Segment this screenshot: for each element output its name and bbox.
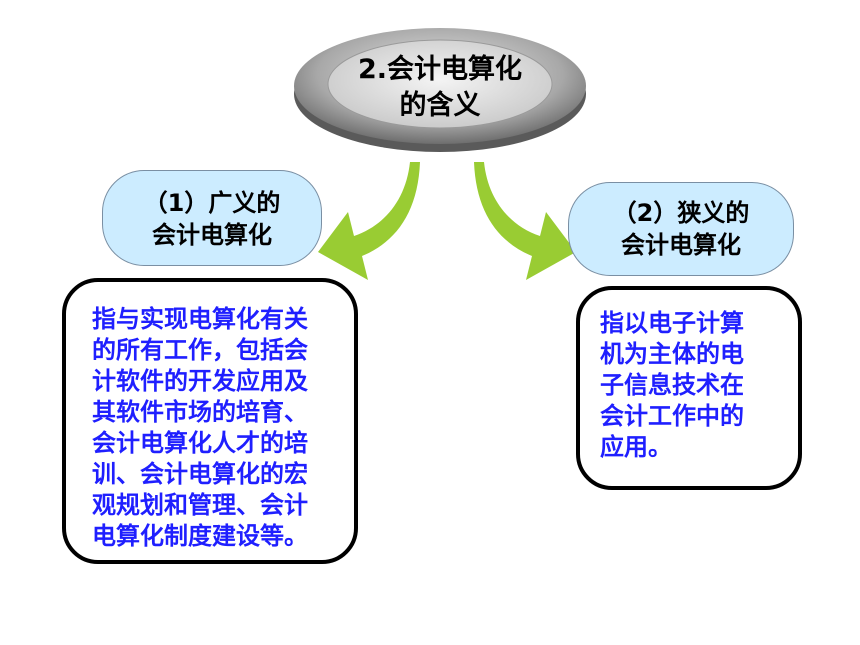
broad-description-line: 其软件市场的培育、: [92, 398, 308, 426]
narrow-description-line: 机为主体的电: [600, 340, 744, 368]
title-line-2: 的含义: [399, 90, 481, 121]
title-disc: [294, 28, 586, 152]
title: 2.会计电算化 的含义: [292, 52, 588, 124]
arrow-to-narrow: [474, 162, 576, 280]
broad-description-line: 观规划和管理、会计: [92, 491, 308, 519]
title-line-1: 2.会计电算化: [357, 54, 523, 85]
broad-description-line: 计软件的开发应用及: [92, 367, 308, 395]
narrow-label-line-2: 会计电算化: [621, 231, 741, 259]
broad-description-line: 训、会计电算化的宏: [92, 460, 308, 488]
arrow-to-broad: [318, 162, 420, 280]
narrow-label-line-1: （2）狭义的: [612, 199, 750, 227]
broad-description-line: 指与实现电算化有关: [92, 305, 308, 333]
broad-label-line-1: （1）广义的: [143, 189, 281, 217]
broad-description: 指与实现电算化有关 的所有工作，包括会 计软件的开发应用及 其软件市场的培育、 …: [62, 278, 358, 564]
broad-category-label: （1）广义的 会计电算化: [102, 170, 322, 266]
narrow-description-line: 子信息技术在: [600, 371, 744, 399]
narrow-description-line: 指以电子计算: [600, 309, 744, 337]
narrow-description-line: 会计工作中的: [600, 402, 744, 430]
narrow-description-line: 应用。: [600, 433, 672, 461]
broad-description-line: 的所有工作，包括会: [92, 336, 308, 364]
broad-label-line-2: 会计电算化: [152, 221, 272, 249]
broad-description-line: 电算化制度建设等。: [92, 522, 308, 550]
narrow-category-label: （2）狭义的 会计电算化: [568, 182, 794, 276]
broad-description-line: 会计电算化人才的培: [92, 429, 308, 457]
narrow-description: 指以电子计算 机为主体的电 子信息技术在 会计工作中的 应用。: [576, 286, 802, 490]
